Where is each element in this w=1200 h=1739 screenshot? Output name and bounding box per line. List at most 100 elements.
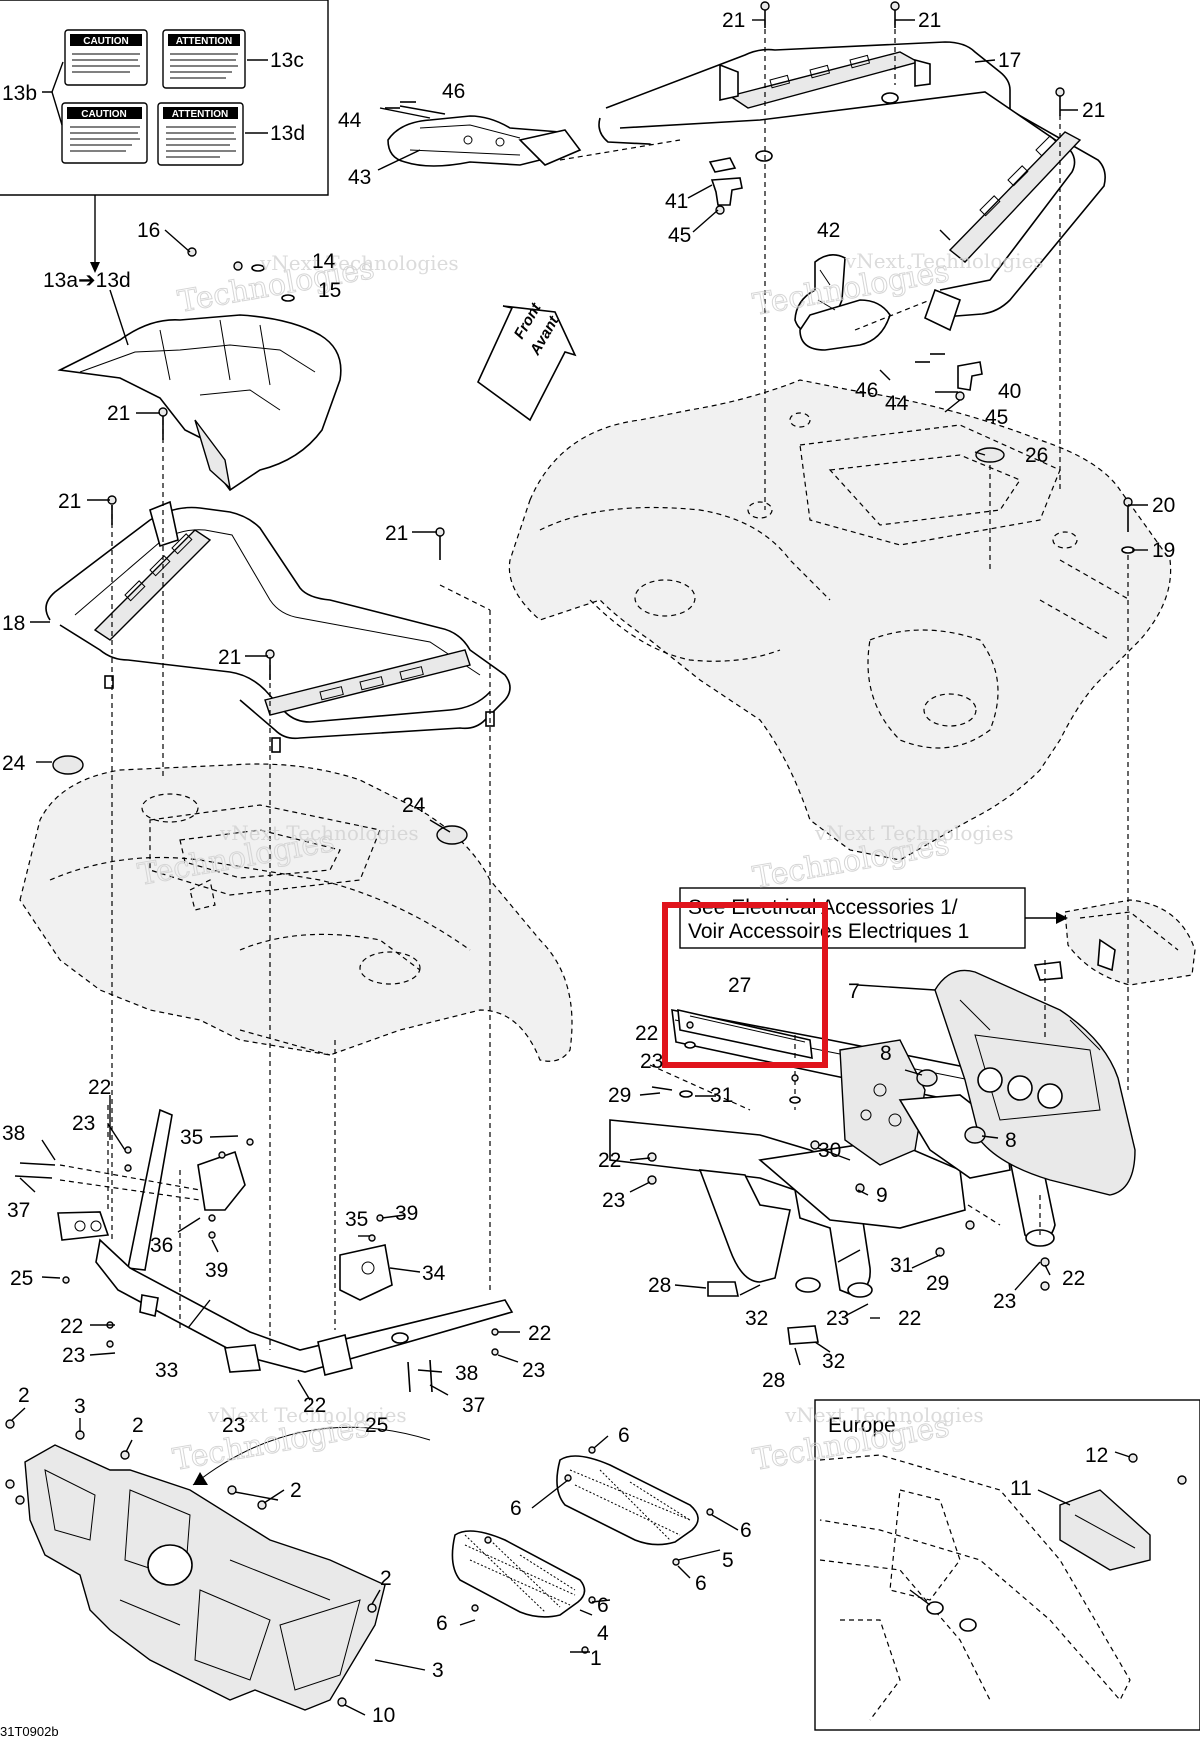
part-label: 14 (312, 250, 336, 273)
part-label: 23 (522, 1359, 545, 1382)
part-label: 1 (590, 1647, 602, 1670)
part-label: 37 (7, 1199, 30, 1222)
part-label: 39 (395, 1202, 418, 1225)
part-label: 19 (1152, 539, 1175, 562)
part-label: 32 (745, 1307, 768, 1330)
sticker-13b-top: CAUTION (64, 29, 148, 86)
part-label: 29 (608, 1084, 631, 1107)
part-label: 15 (318, 279, 341, 302)
part-label: 26 (1025, 444, 1048, 467)
part-labels: 21 21 17 21 13b 13c 13d 46 44 43 41 45 1… (2, 9, 1175, 1727)
part-label: 37 (462, 1394, 485, 1417)
watermark-text: vNext Technologies (207, 1403, 407, 1427)
rear-fender-body (508, 379, 1172, 861)
part-label: 45 (985, 406, 1008, 429)
arrow-curve (192, 1426, 431, 1486)
sticker-header: ATTENTION (176, 36, 232, 47)
grille-5 (556, 1455, 699, 1546)
part-label: 12 (1085, 1444, 1108, 1467)
part-label: 39 (205, 1259, 228, 1282)
part-label: 27 (728, 974, 751, 997)
bracket-40 (957, 361, 983, 391)
part-label: 31 (710, 1084, 733, 1107)
part-label: 13c (270, 49, 304, 72)
nut-8a (916, 1069, 938, 1087)
electrical-accessories-callout: See Electrical Accessories 1/ Voir Acces… (679, 887, 1068, 949)
part-label: 40 (998, 380, 1021, 403)
part-label: 38 (455, 1362, 478, 1385)
part-label: 22 (1062, 1267, 1085, 1290)
part-label: 21 (385, 522, 408, 545)
sticker-13c: ATTENTION (162, 29, 246, 89)
part-label: 35 (180, 1126, 203, 1149)
handle-42 (794, 254, 891, 351)
part-label: 11 (1010, 1477, 1032, 1500)
watermark-text: vNext Technologies (219, 821, 419, 845)
nut-8b (964, 1126, 986, 1144)
part-label: 10 (372, 1704, 395, 1727)
part-label: 17 (998, 49, 1021, 72)
part-label: 2 (290, 1479, 302, 1502)
part-label: 25 (365, 1414, 388, 1437)
watermark-text: vNext Technologies (784, 1403, 984, 1427)
taillight-unit (1033, 899, 1196, 986)
part-label: 38 (2, 1122, 25, 1145)
part-label: 23 (72, 1112, 95, 1135)
part-label: 13d (270, 122, 305, 145)
part-label: 21 (722, 9, 745, 32)
part-label: 28 (762, 1369, 785, 1392)
part-label: 46 (442, 80, 465, 103)
part-label: 13b (2, 82, 37, 105)
part-label: 34 (422, 1262, 446, 1285)
handle-43 (379, 105, 582, 167)
part-label: 8 (1005, 1129, 1017, 1152)
sticker-header: CAUTION (83, 36, 129, 47)
grille-4 (451, 1530, 586, 1618)
part-label: 23 (993, 1290, 1016, 1313)
part-label: 16 (137, 219, 160, 242)
grommet-24b (436, 825, 468, 845)
part-label: 2 (18, 1384, 30, 1407)
part-label: 41 (665, 190, 688, 213)
part-label: 32 (822, 1350, 845, 1373)
part-label: 8 (880, 1042, 892, 1065)
part-label: 13a➔13d (43, 269, 131, 292)
part-label: 44 (338, 109, 362, 132)
part-label: 2 (132, 1414, 144, 1437)
sticker-inset: CAUTION ATTENTION CAUTION ATTENTION (0, 0, 329, 273)
part-label: 6 (597, 1594, 609, 1617)
europe-label: Europe (828, 1414, 896, 1437)
part-label: 21 (107, 402, 130, 425)
part-label: 2 (380, 1567, 392, 1590)
part-label: 6 (618, 1424, 630, 1447)
part-label: 21 (58, 490, 81, 513)
part-label: 22 (88, 1076, 111, 1099)
part-label: 22 (528, 1322, 551, 1345)
part-label: 21 (218, 646, 241, 669)
front-body-panel (57, 314, 342, 492)
part-label: 22 (60, 1315, 83, 1338)
part-label: 44 (885, 392, 909, 415)
part-label: 30 (818, 1139, 841, 1162)
part-label: 23 (640, 1050, 663, 1073)
sticker-13b-bottom: CAUTION (61, 102, 148, 164)
part-label: 6 (510, 1497, 522, 1520)
bracket-41 (710, 177, 743, 206)
part-label: 28 (648, 1274, 671, 1297)
assembly-lines (59, 20, 1129, 1350)
watermark-text: vNext Technologies (844, 249, 1044, 273)
part-label: 22 (898, 1307, 921, 1330)
part-label: 6 (695, 1572, 707, 1595)
watermark-text: vNext Technologies (259, 251, 459, 275)
sticker-header: ATTENTION (172, 109, 228, 120)
part-label: 5 (722, 1549, 734, 1572)
callout-line2: Voir Accessoires Electriques 1 (688, 920, 969, 943)
part-label: 24 (402, 794, 426, 817)
part-label: 29 (926, 1272, 949, 1295)
part-label: 22 (598, 1149, 621, 1172)
taillight-cover-7 (934, 969, 1136, 1196)
part-label: 21 (918, 9, 941, 32)
part-label: 25 (10, 1267, 33, 1290)
front-direction-arrow: Front Avant (477, 299, 577, 422)
